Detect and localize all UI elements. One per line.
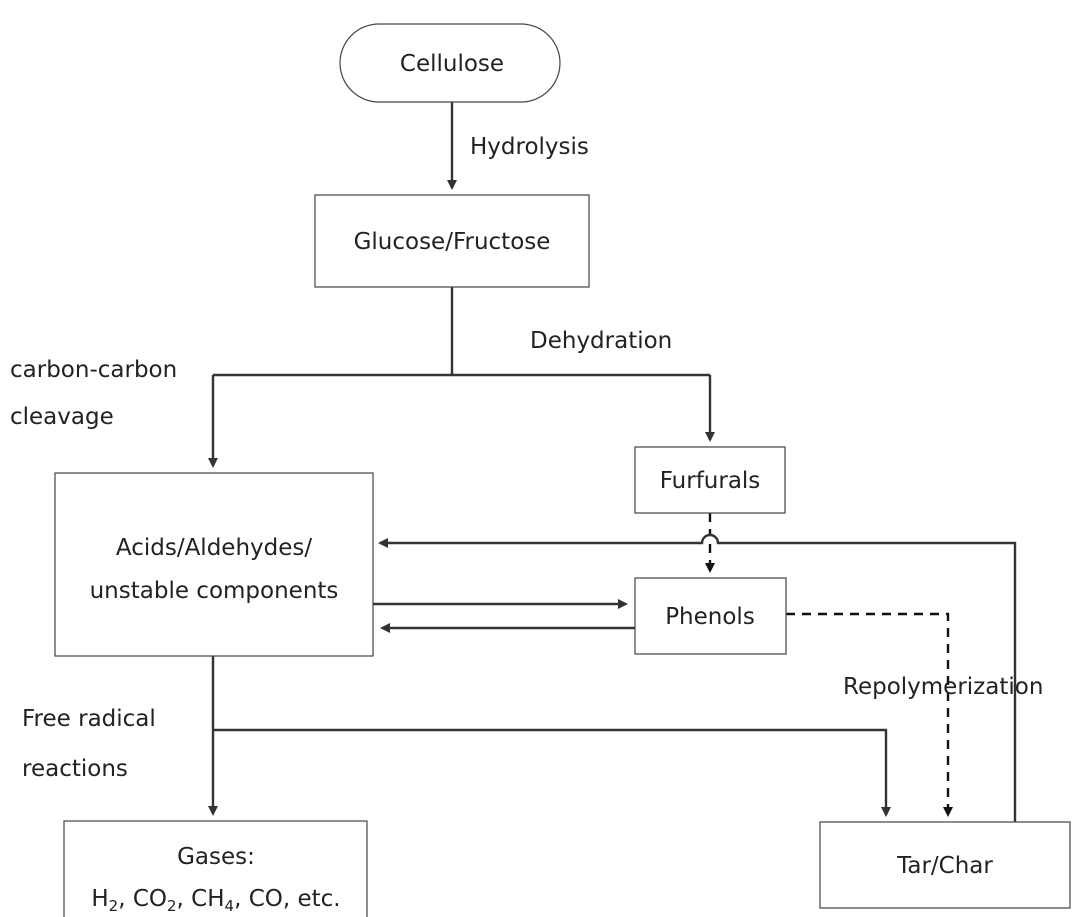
hydrolysis-label: Hydrolysis <box>470 134 589 160</box>
carbon-carbon-label: carbon-carbon <box>10 357 177 383</box>
phenols-label: Phenols <box>665 604 755 630</box>
dehydration-label: Dehydration <box>530 328 672 354</box>
node-acids-aldehydes: Acids/Aldehydes/ unstable components <box>54 472 374 657</box>
edge-labels: Hydrolysis Dehydration carbon-carbon cle… <box>10 134 1043 782</box>
gases-label-line1: Gases: <box>177 844 255 870</box>
arrow-right-loop-to-acids <box>378 533 1017 860</box>
edges <box>208 102 1017 860</box>
arrow-phenols-to-tarchar <box>786 612 953 817</box>
node-gases: Gases: H2, CO2, CH4, CO, etc. <box>63 820 368 917</box>
glucose-label: Glucose/Fructose <box>354 229 551 255</box>
arrow-acids-to-tarchar <box>213 728 891 817</box>
cellulose-label: Cellulose <box>400 51 504 77</box>
node-furfurals: Furfurals <box>634 446 786 514</box>
node-tar-char: Tar/Char <box>819 821 1071 909</box>
repolymerization-label: Repolymerization <box>843 674 1043 700</box>
furfurals-label: Furfurals <box>660 468 761 494</box>
tarchar-label: Tar/Char <box>896 853 993 879</box>
node-phenols: Phenols <box>634 577 787 655</box>
cleavage-label: cleavage <box>10 404 114 430</box>
node-glucose-fructose: Glucose/Fructose <box>314 194 590 288</box>
node-cellulose: Cellulose <box>339 23 561 103</box>
acids-label-line2: unstable components <box>90 578 339 604</box>
free-radical-label: Free radical <box>22 706 156 732</box>
acids-label-line1: Acids/Aldehydes/ <box>116 535 312 561</box>
gases-label-line2: H2, CO2, CH4, CO, etc. <box>91 886 340 915</box>
reactions-label: reactions <box>22 756 128 782</box>
